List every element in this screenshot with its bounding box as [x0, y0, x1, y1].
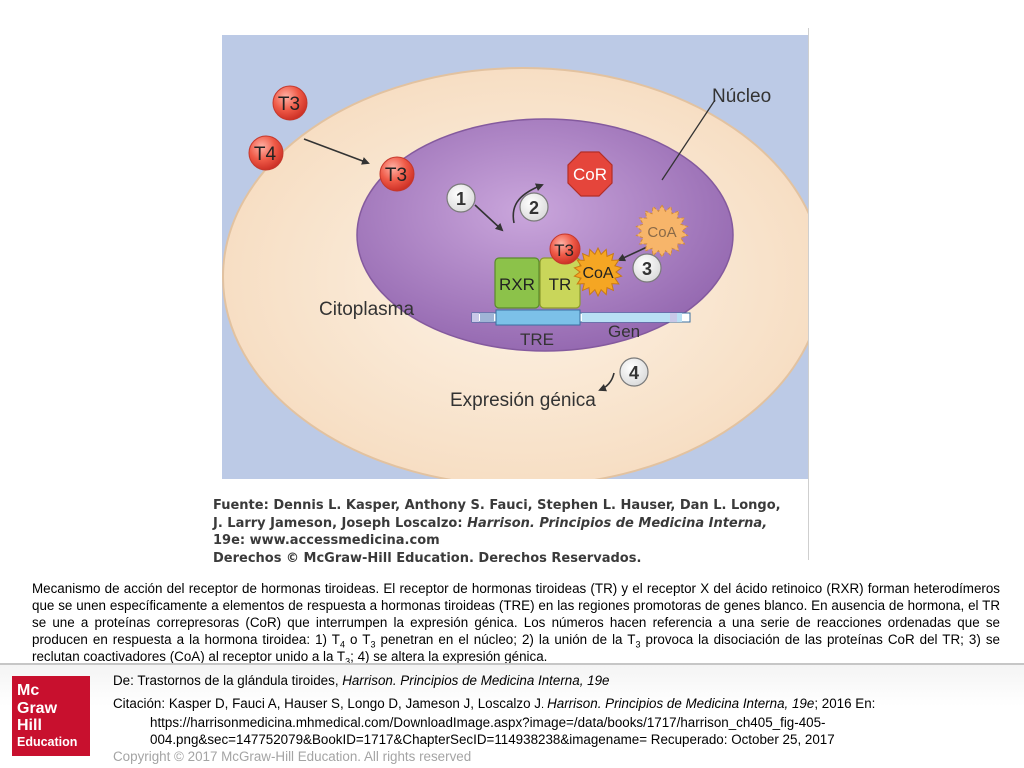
- step-2-marker: 2: [519, 192, 549, 222]
- t3-bound-label: T3: [554, 241, 574, 260]
- coactivator-coa-free: CoA: [635, 203, 689, 259]
- logo-line-2: Graw: [17, 699, 58, 717]
- coactivator-coa-bound: CoA: [573, 246, 623, 298]
- coa-free-label: CoA: [647, 224, 676, 241]
- svg-text:CoR: CoR: [573, 165, 607, 184]
- footer-background: [0, 665, 1024, 768]
- svg-text:T3: T3: [278, 94, 300, 115]
- arrow-t4-entry: [303, 138, 370, 165]
- step-3-label: 3: [642, 259, 652, 279]
- receptor-tr: TR: [539, 257, 581, 309]
- logo-line-4: Education: [17, 734, 78, 749]
- coa-free-starburst: [635, 203, 689, 259]
- gene-expression-label: Expresión génica: [450, 390, 596, 411]
- caption-text-5: ; 4) se altera la expresión génica.: [350, 649, 548, 664]
- dna-segment-left: [472, 313, 479, 322]
- step-4-label: 4: [629, 363, 639, 383]
- svg-text:2: 2: [529, 198, 539, 218]
- arrow-step3: [617, 246, 648, 262]
- dna-segment-left2: [480, 313, 494, 322]
- svg-text:TR: TR: [549, 275, 572, 294]
- chapter-title: De: Trastornos de la glándula tiroides,: [113, 673, 343, 688]
- corepressor-cor: CoR: [567, 151, 613, 197]
- gene-label: Gen: [608, 322, 640, 341]
- step-2-label: 2: [529, 198, 539, 218]
- logo-line-3: Hill: [17, 717, 42, 734]
- citation-book: Harrison. Principios de Medicina Interna…: [547, 696, 815, 711]
- source-line-2: J. Larry Jameson, Joseph Loscalzo: Harri…: [213, 515, 813, 533]
- t3-outside-label: T3: [278, 94, 300, 115]
- caption-text-1: Mecanismo de acción del receptor de horm…: [32, 581, 1000, 647]
- t3-cytoplasm-label: T3: [385, 165, 407, 186]
- nucleus-pointer-line: [661, 99, 716, 181]
- chapter-reference: De: Trastornos de la glándula tiroides, …: [113, 672, 1013, 689]
- svg-text:3: 3: [642, 259, 652, 279]
- hormone-t3-bound: T3: [549, 233, 581, 265]
- gene-segment: [582, 313, 682, 322]
- citation-url-line-2[interactable]: 004.png&sec=147752079&BookID=1717&Chapte…: [150, 732, 835, 747]
- citation-line: Citación: Kasper D, Fauci A, Hauser S, L…: [113, 695, 1013, 714]
- mcgraw-hill-education-logo: Mc Graw Hill Education: [12, 676, 90, 756]
- source-line-4: Derechos © McGraw-Hill Education. Derech…: [213, 550, 642, 566]
- dna-segment-right: [670, 313, 677, 322]
- logo-line-1: Mc: [17, 682, 40, 699]
- svg-text:T3: T3: [385, 165, 407, 186]
- t4-outside-label: T4: [254, 144, 277, 165]
- source-line-1: Fuente: Dennis L. Kasper, Anthony S. Fau…: [213, 498, 781, 513]
- svg-text:1: 1: [456, 189, 466, 209]
- caption-sub-1: 4: [339, 639, 345, 650]
- tr-label: TR: [549, 275, 572, 294]
- hormone-t4-outside: T4: [248, 135, 284, 171]
- thyroid-mechanism-diagram: T3 T4 T3 1 2 3 4 CoR CoA RXR: [222, 35, 808, 479]
- citation-separator: .: [540, 699, 548, 711]
- arrows: [303, 99, 716, 392]
- coa-bound-label: CoA: [582, 265, 613, 282]
- rxr-label: RXR: [499, 275, 535, 294]
- figure-caption: Mecanismo de acción del receptor de horm…: [32, 580, 1000, 667]
- chapter-book: Harrison. Principios de Medicina Interna…: [342, 673, 610, 688]
- svg-text:T4: T4: [254, 144, 277, 165]
- step-1-marker: 1: [446, 183, 476, 213]
- step-1-label: 1: [456, 189, 466, 209]
- step-3-marker: 3: [632, 253, 662, 283]
- caption-text-2: o T: [345, 632, 371, 647]
- citation-authors: Citación: Kasper D, Fauci A, Hauser S, L…: [113, 696, 541, 711]
- caption-sub-2: 3: [370, 639, 376, 650]
- svg-text:CoA: CoA: [647, 224, 676, 241]
- svg-text:CoA: CoA: [582, 265, 613, 282]
- source-line-3: 19e: www.accessmedicina.com: [213, 533, 440, 548]
- receptor-rxr: RXR: [494, 257, 540, 309]
- cytoplasm-label: Citoplasma: [319, 299, 414, 320]
- hormone-t3-cytoplasm: T3: [379, 156, 415, 192]
- caption-text-4: provoca la disociación de las proteínas …: [32, 632, 1000, 664]
- footer-citation: De: Trastornos de la glándula tiroides, …: [113, 672, 1013, 765]
- footer-divider: [0, 663, 1024, 665]
- arrow-step1: [474, 204, 504, 232]
- copyright-notice: Copyright © 2017 McGraw-Hill Education. …: [113, 749, 472, 764]
- tre-label: TRE: [520, 330, 554, 349]
- svg-text:4: 4: [629, 363, 639, 383]
- arrow-step4: [598, 372, 615, 392]
- citation-year: ; 2016 En:: [814, 696, 876, 711]
- source-authors: J. Larry Jameson, Joseph Loscalzo:: [213, 515, 468, 531]
- citation-url-line-1[interactable]: https://harrisonmedicina.mhmedical.com/D…: [150, 715, 826, 730]
- caption-text-3: penetran en el núcleo; 2) la unión de la…: [375, 632, 636, 647]
- cell-nucleus: [356, 118, 734, 352]
- hormone-t3-outside: T3: [272, 85, 308, 121]
- nucleus-label: Núcleo: [712, 86, 771, 107]
- step-4-marker: 4: [619, 357, 649, 387]
- caption-sub-4: 3: [345, 656, 351, 667]
- svg-text:T3: T3: [554, 241, 574, 260]
- coa-bound-starburst: [573, 246, 623, 298]
- svg-text:RXR: RXR: [499, 275, 535, 294]
- figure-source-credit: Fuente: Dennis L. Kasper, Anthony S. Fau…: [213, 497, 813, 567]
- arrow-step2: [512, 183, 544, 224]
- cor-label: CoR: [573, 165, 607, 184]
- caption-sub-3: 3: [635, 639, 641, 650]
- figure-panel: T3 T4 T3 1 2 3 4 CoR CoA RXR: [222, 35, 808, 479]
- right-divider: [808, 28, 809, 560]
- tre-element: [495, 309, 581, 326]
- source-book-title: Harrison. Principios de Medicina Interna…: [467, 515, 768, 531]
